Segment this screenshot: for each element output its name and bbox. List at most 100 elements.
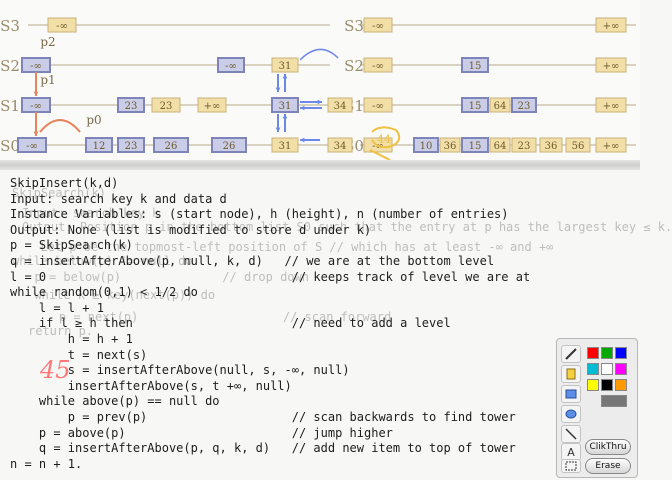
- insert-arrow-left-head: [300, 105, 305, 111]
- left-s2-node-label: -∞: [225, 61, 237, 72]
- color-swatch[interactable]: [587, 363, 599, 375]
- right-s0-pos-inf: [595, 137, 627, 153]
- right-s1-node-64: [489, 97, 511, 113]
- right-s0-node-64: [489, 137, 511, 153]
- right-s2-pos-inf-label: +∞: [603, 61, 620, 72]
- color-swatch[interactable]: [587, 379, 599, 391]
- right-s3-neg-inf: [363, 17, 393, 33]
- code-line: p = SkipSearch(k): [10, 238, 133, 253]
- left-level-label: S1: [0, 97, 20, 115]
- left-s0-node-12: [85, 137, 113, 153]
- right-s0-node-23-label: 23: [518, 141, 531, 152]
- right-s1-node-15-label: 15: [469, 101, 482, 112]
- left-s0-node-34-label: 34: [334, 141, 347, 152]
- right-s1-pos-inf-label: +∞: [603, 101, 620, 112]
- right-s0-node-36b-label: 36: [545, 141, 558, 152]
- right-s2-neg-inf: [363, 57, 393, 73]
- left-s2-neg-inf-label: -∞: [30, 61, 42, 72]
- right-s0-node-15: [461, 137, 489, 153]
- left-s1-node: [151, 97, 181, 113]
- left-level-label: S3: [0, 17, 20, 35]
- ghost-code-line: p = next(p) // scan forward: [30, 310, 392, 324]
- left-s0-node-31-label: 31: [279, 141, 292, 152]
- code-panel: SkipSearch(k) Input: search key k Output: …: [0, 170, 672, 480]
- code-line: l = 0 // keeps track of level we are at: [10, 269, 531, 284]
- insert-arrow-down-head: [275, 87, 281, 92]
- insert-arrow-left-head: [300, 137, 305, 143]
- code-line: q = insertAfterAbove(p, q, k, d) // add …: [10, 441, 516, 456]
- insert-arrow-down-head: [275, 127, 281, 132]
- right-s0-node-15-label: 15: [469, 141, 482, 152]
- ink-scribble: [369, 126, 401, 161]
- code-line: l = l + 1: [10, 300, 104, 315]
- search-arrow-curve: [39, 119, 81, 133]
- left-s1-node-31: [271, 97, 299, 113]
- left-s1-neg-inf-label: -∞: [30, 101, 42, 112]
- right-s3-neg-inf-label: -∞: [372, 21, 384, 32]
- color-swatch[interactable]: [615, 347, 627, 359]
- right-s0-node-23: [511, 137, 537, 153]
- right-s0-node-36-label: 36: [444, 141, 457, 152]
- right-s1-neg-inf: [363, 97, 393, 113]
- rectangle-icon[interactable]: [561, 385, 581, 403]
- erase-button[interactable]: Erase: [585, 458, 631, 474]
- clickthru-button[interactable]: ClikThru: [585, 439, 631, 455]
- right-s1-pos-inf: [595, 97, 627, 113]
- right-s2-neg-inf-label: -∞: [372, 61, 384, 72]
- pointer-label-p2: p2: [40, 35, 55, 49]
- ghost-code-line: p = below(p) // drop down: [20, 270, 309, 284]
- slide-divider: [0, 160, 640, 170]
- code-line: s = insertAfterAbove(null, s, -∞, null): [10, 363, 350, 378]
- right-s1-node-23-label: 23: [518, 101, 531, 112]
- code-line: while above(p) == null do: [10, 394, 220, 409]
- selection-icon[interactable]: [561, 459, 581, 473]
- line-icon[interactable]: [561, 425, 581, 443]
- left-level-label: S2: [0, 57, 20, 75]
- code-line: Output: None (list is modified to store …: [10, 222, 372, 237]
- color-swatch[interactable]: [615, 379, 627, 391]
- left-s0-node-23-label: 23: [125, 141, 138, 152]
- left-s3-neg-inf: [47, 17, 77, 33]
- code-line: if l ≥ h then // need to add a level: [10, 316, 451, 331]
- right-s0-node-36b: [539, 137, 563, 153]
- text-icon[interactable]: A: [561, 443, 581, 461]
- ghost-code-line: SkipSearch(k): [12, 186, 106, 200]
- ellipse-icon[interactable]: [561, 405, 581, 423]
- left-s1-node-34-label: 34: [334, 101, 347, 112]
- code-line: n = n + 1.: [10, 456, 83, 471]
- pen-icon[interactable]: [561, 345, 581, 363]
- code-line: insertAfterAbove(s, t +∞, null): [10, 378, 292, 393]
- right-s0-pos-inf-label: +∞: [603, 141, 620, 152]
- left-s0-node-23: [117, 137, 145, 153]
- left-s3-neg-inf-label: -∞: [56, 21, 68, 32]
- color-swatch[interactable]: [601, 347, 613, 359]
- insert-arrow-right-head: [317, 99, 322, 105]
- color-swatch[interactable]: [601, 363, 613, 375]
- ghost-code-line: Input: search key k: [22, 206, 160, 220]
- left-s0-node-34: [327, 137, 353, 153]
- left-s1-node-label: 23: [160, 101, 173, 112]
- highlighter-icon[interactable]: [561, 365, 581, 383]
- pointer-label-p1: p1: [40, 73, 55, 87]
- right-s0-node-56-label: 56: [572, 141, 585, 152]
- color-swatch[interactable]: [601, 379, 613, 391]
- ink-handwritten-44: 44: [377, 133, 391, 146]
- ghost-code-line: while k ≥ key(next(p)) do: [20, 288, 216, 302]
- right-s2-node-15: [461, 57, 489, 73]
- right-s0-node-36: [439, 137, 461, 153]
- left-s0-node-12-label: 12: [93, 141, 106, 152]
- insert-arrow-up-head: [282, 114, 288, 119]
- left-s1-pos-inf: [197, 97, 227, 113]
- color-swatch[interactable]: [615, 363, 627, 375]
- code-line: while random(0,1) < 1/2 do: [10, 285, 198, 300]
- right-s1-node-15: [461, 97, 489, 113]
- right-s2-pos-inf: [595, 57, 627, 73]
- code-line: p = prev(p) // scan backwards to find to…: [10, 410, 516, 424]
- code-line: Instance Variables: s (start node), h (h…: [10, 207, 509, 222]
- code-line: t = next(s): [10, 347, 148, 362]
- right-level-label: S3: [344, 17, 364, 35]
- color-swatch[interactable]: [601, 395, 627, 407]
- color-swatch[interactable]: [587, 347, 599, 359]
